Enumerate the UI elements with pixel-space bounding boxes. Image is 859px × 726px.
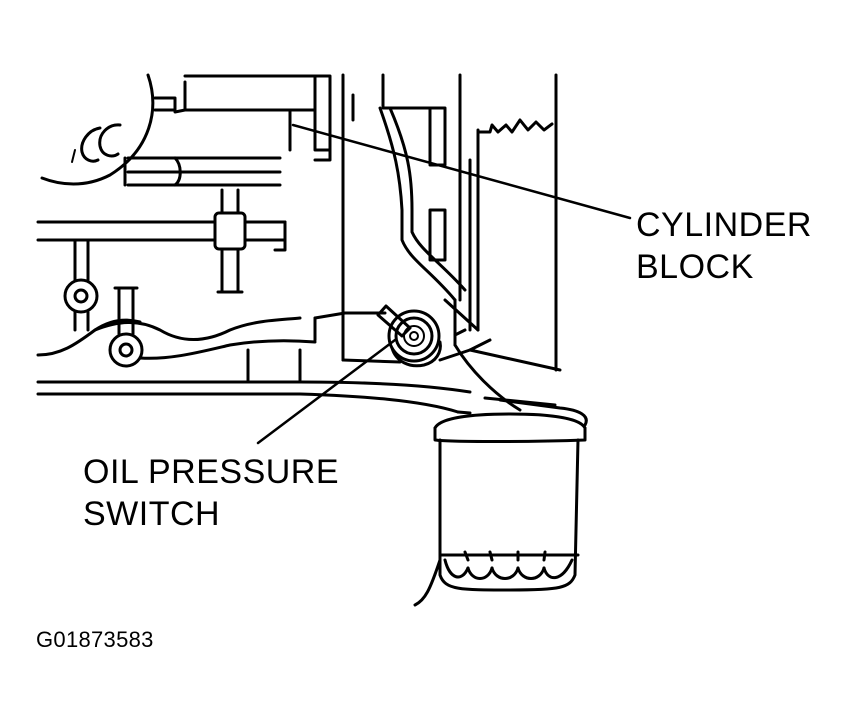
oil-pressure-switch bbox=[313, 304, 562, 412]
oil-pressure-switch-label: OIL PRESSURE SWITCH bbox=[83, 451, 339, 535]
oil-pressure-switch-label-line2: SWITCH bbox=[83, 495, 221, 533]
oil-pan bbox=[36, 316, 472, 414]
oil-pressure-switch-leader bbox=[256, 338, 397, 445]
pulley-housing bbox=[40, 73, 155, 186]
middle-tubes bbox=[123, 156, 282, 187]
upper-shaft bbox=[153, 74, 332, 162]
cylinder-block bbox=[341, 73, 558, 372]
cylinder-block-label-line2: BLOCK bbox=[636, 248, 754, 286]
figure-id: G01873583 bbox=[36, 627, 154, 652]
cylinder-block-leader bbox=[291, 123, 632, 220]
left-bolts bbox=[63, 238, 144, 368]
pipe-assembly bbox=[36, 188, 287, 294]
oil-filter bbox=[413, 398, 588, 607]
cylinder-block-label-line1: CYLINDER bbox=[636, 206, 812, 244]
cylinder-block-label: CYLINDER BLOCK bbox=[636, 204, 812, 288]
oil-pressure-switch-label-line1: OIL PRESSURE bbox=[83, 453, 340, 491]
